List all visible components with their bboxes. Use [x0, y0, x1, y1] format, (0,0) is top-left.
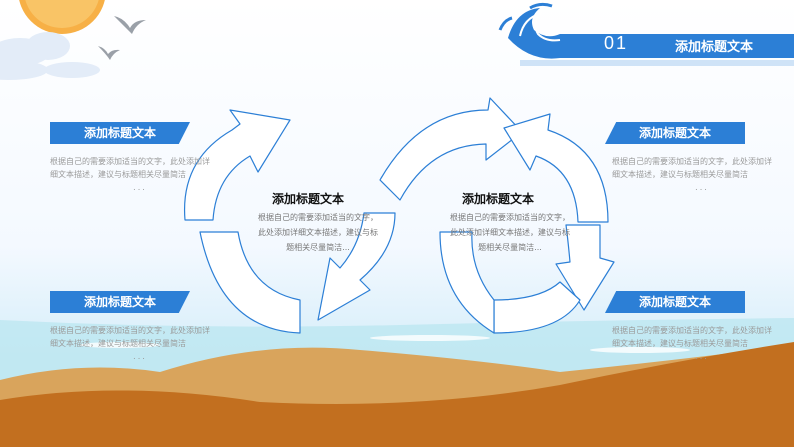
center-title-right: 添加标题文本 [462, 190, 534, 207]
center-desc-left: 根据自己的需要添加适当的文字， 此处添加详细文本描述，建议与标 题相关尽量简洁.… [248, 210, 388, 255]
tag-right-2: 添加标题文本 [605, 291, 745, 313]
desc-right-2: 根据自己的需要添加适当的文字，此处添加详 细文本描述，建议与标题相关尽量简洁 .… [612, 324, 792, 363]
center-desc-right: 根据自己的需要添加适当的文字， 此处添加详细文本描述，建议与标 题相关尽量简洁.… [440, 210, 580, 255]
desc-left-2: 根据自己的需要添加适当的文字，此处添加详 细文本描述，建议与标题相关尽量简洁 .… [50, 324, 230, 363]
tag-left-2: 添加标题文本 [50, 291, 190, 313]
center-title-left: 添加标题文本 [272, 190, 344, 207]
tag-right-1: 添加标题文本 [605, 122, 745, 144]
tag-left-1: 添加标题文本 [50, 122, 190, 144]
cycle-arrow-icon [380, 98, 522, 200]
desc-right-1: 根据自己的需要添加适当的文字，此处添加详 细文本描述，建议与标题相关尽量简洁 .… [612, 155, 792, 194]
cycle-arrow-icon [494, 282, 580, 333]
desc-left-1: 根据自己的需要添加适当的文字，此处添加详 细文本描述，建议与标题相关尽量简洁 .… [50, 155, 230, 194]
